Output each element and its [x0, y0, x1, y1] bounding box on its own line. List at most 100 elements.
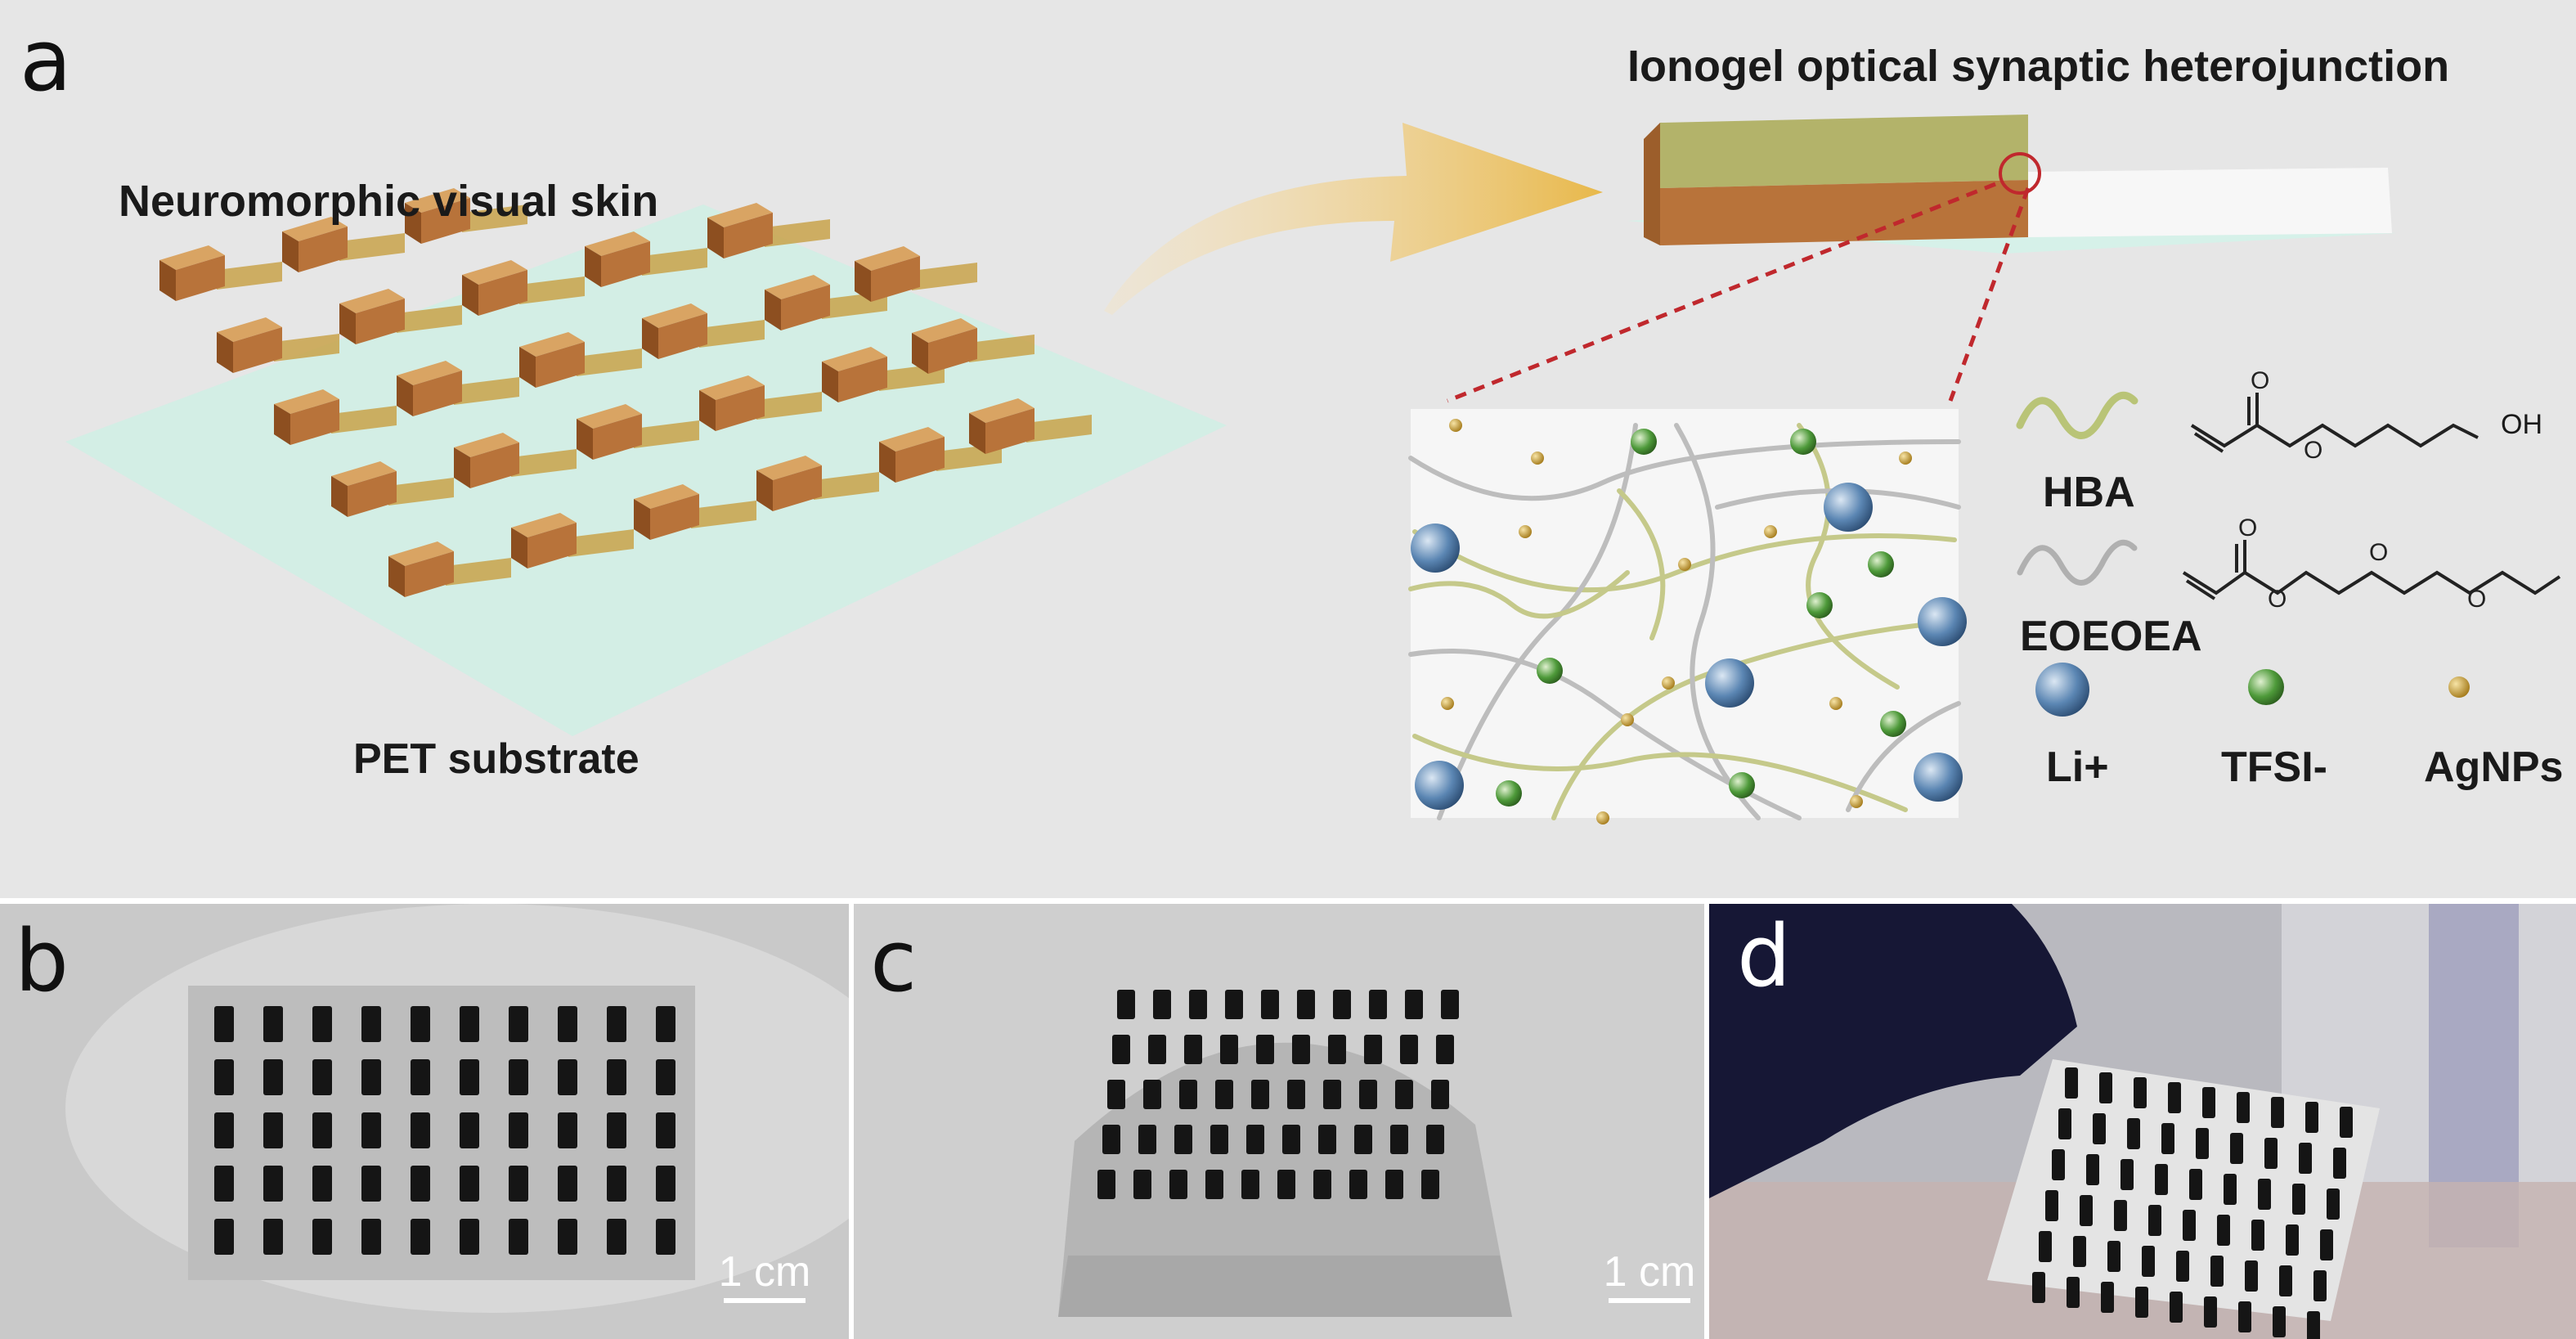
ag-nanoparticle [1899, 452, 1912, 465]
hba-structure [2190, 393, 2479, 453]
li-ion [1918, 597, 1967, 646]
device-pad [509, 1006, 528, 1042]
device-pad [361, 1059, 381, 1095]
device-unit [519, 332, 642, 388]
device-pad [656, 1219, 675, 1255]
device-pad [2073, 1236, 2086, 1267]
hba-chain-symbol [2016, 391, 2138, 439]
ag-nanoparticle [1441, 697, 1454, 710]
device-unit [217, 317, 339, 373]
panel-a-illustration: O O O O O O [65, 115, 2561, 825]
device-pad [2340, 1107, 2353, 1138]
device-pad [1133, 1170, 1151, 1199]
device-pad [1282, 1125, 1300, 1154]
panel-d-photo: d [1709, 904, 2576, 1339]
device-pad [1225, 990, 1243, 1019]
device-pad [263, 1219, 283, 1255]
eoeoea-structure [2182, 540, 2561, 600]
device-pad [411, 1006, 430, 1042]
device-pad [2313, 1270, 2327, 1301]
device-unit [756, 456, 879, 511]
tfsi-anion [1537, 658, 1563, 684]
device-pad [361, 1112, 381, 1148]
device-pad [2327, 1188, 2340, 1220]
ag-nanoparticle [1850, 795, 1863, 808]
polymer-chain [1408, 439, 1961, 501]
device-pad [1390, 1125, 1408, 1154]
device-unit [405, 188, 527, 244]
heterojunction-title: Ionogel optical synaptic heterojunction [1627, 42, 2450, 91]
device-pad [460, 1006, 479, 1042]
device-unit [765, 275, 887, 330]
device-unit [274, 389, 397, 445]
device-pad [2142, 1246, 2155, 1277]
device-pad [1205, 1170, 1223, 1199]
polymer-chain [1412, 734, 1908, 812]
device-pad [460, 1059, 479, 1095]
device-pad [1112, 1035, 1130, 1064]
legend-hba-label: HBA [2043, 469, 2135, 516]
scale-bar-c-line [1609, 1298, 1690, 1303]
device-pad [2204, 1296, 2217, 1328]
device-pad [656, 1166, 675, 1202]
device-pad [2210, 1256, 2224, 1287]
scale-bar-c: 1 cm [1596, 1247, 1703, 1303]
device-pad [2202, 1087, 2215, 1118]
device-unit [585, 231, 707, 287]
junction-highlight-circle [1999, 152, 2041, 195]
device-unit [339, 289, 462, 344]
device-pad [1400, 1035, 1418, 1064]
ag-nanoparticle [1519, 525, 1532, 538]
device-pad [1210, 1125, 1228, 1154]
device-unit [462, 260, 585, 316]
device-pad [2176, 1251, 2189, 1282]
device-pad [607, 1166, 626, 1202]
device-pad [558, 1219, 577, 1255]
device-pad [312, 1059, 332, 1095]
scale-bar-b-label: 1 cm [718, 1248, 811, 1296]
ag-nanoparticle [1662, 676, 1675, 690]
device-pad [1292, 1035, 1310, 1064]
device-pad [263, 1006, 283, 1042]
device-pad [2045, 1190, 2058, 1221]
polymer-chain [1412, 529, 1957, 593]
tfsi-anion [1806, 592, 1833, 618]
panel-b-illustration [65, 904, 849, 1313]
li-ion [1411, 523, 1460, 573]
device-pad [1359, 1080, 1377, 1109]
device-pad [2273, 1306, 2286, 1337]
device-pad [509, 1219, 528, 1255]
device-pad [2170, 1292, 2183, 1323]
device-pad [214, 1112, 234, 1148]
scale-bar-c-label: 1 cm [1603, 1248, 1696, 1296]
device-pad [263, 1059, 283, 1095]
panel-c-illustration [1058, 990, 1512, 1317]
ag-nanoparticle [1829, 697, 1842, 710]
device-pad [361, 1006, 381, 1042]
device-pad [607, 1059, 626, 1095]
device-pad [411, 1059, 430, 1095]
device-pad [1097, 1170, 1115, 1199]
tfsi-anion [1880, 711, 1906, 737]
device-pad [1395, 1080, 1413, 1109]
device-unit [159, 245, 282, 301]
device-pad [607, 1112, 626, 1148]
device-pad [1385, 1170, 1403, 1199]
svg-text:O: O [2467, 586, 2486, 613]
panel-b-letter: b [15, 911, 70, 1011]
device-pad [2099, 1072, 2112, 1103]
device-pad [2052, 1149, 2065, 1180]
ag-nanoparticle [1764, 525, 1777, 538]
device-pad [411, 1219, 430, 1255]
device-pad [263, 1112, 283, 1148]
device-pad [2161, 1123, 2174, 1154]
panel-b-photo: b 1 cm [0, 904, 849, 1339]
device-unit [331, 461, 454, 517]
device-pad [1220, 1035, 1238, 1064]
device-pad [558, 1059, 577, 1095]
device-pad [2135, 1287, 2148, 1318]
device-pad [2080, 1195, 2093, 1226]
legend-tfsi-label: TFSI- [2221, 744, 2327, 791]
device-pad [2230, 1133, 2243, 1164]
device-pad [2058, 1108, 2071, 1139]
